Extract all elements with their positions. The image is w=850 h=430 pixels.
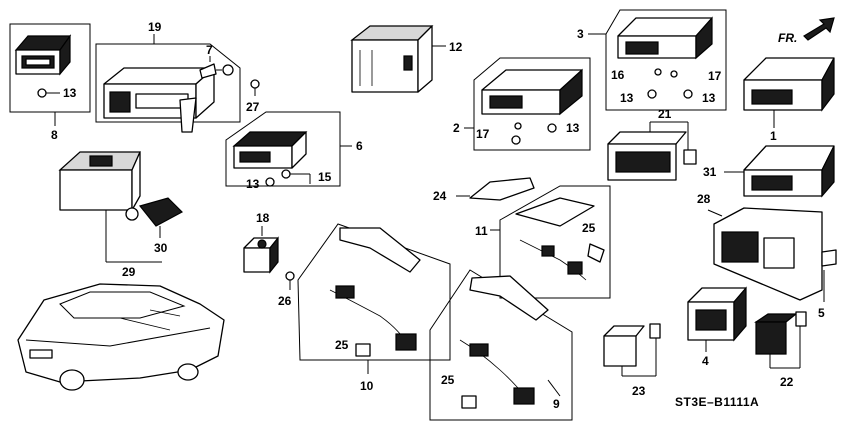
part-26-screw bbox=[285, 271, 295, 290]
callout-11: 11 bbox=[475, 224, 488, 238]
callout-28: 28 bbox=[697, 192, 711, 206]
callout-10: 10 bbox=[360, 379, 374, 393]
callout-24: 24 bbox=[433, 189, 447, 203]
callout-26: 26 bbox=[278, 294, 292, 308]
part-31-switch-panel bbox=[743, 145, 835, 198]
callout-7: 7 bbox=[206, 43, 213, 57]
callout-29: 29 bbox=[122, 265, 136, 279]
callout-13: 13 bbox=[620, 91, 634, 105]
callout-13: 13 bbox=[63, 86, 77, 100]
callout-17: 17 bbox=[708, 69, 722, 83]
part-2-unit bbox=[473, 57, 591, 151]
callout-13: 13 bbox=[566, 121, 580, 135]
callout-4: 4 bbox=[702, 354, 709, 368]
callout-13: 13 bbox=[702, 91, 716, 105]
part-27-screw bbox=[250, 79, 260, 96]
diagram-code: ST3E–B1111A bbox=[675, 395, 759, 409]
part-12-box bbox=[350, 25, 434, 93]
part-8-switch bbox=[9, 23, 91, 113]
callout-12: 12 bbox=[449, 40, 463, 54]
callout-3: 3 bbox=[577, 27, 584, 41]
part-21-lens bbox=[607, 121, 697, 181]
callout-13: 13 bbox=[246, 177, 260, 191]
callout-17: 17 bbox=[476, 127, 490, 141]
part-3-unit bbox=[605, 9, 727, 111]
part-7-bulb bbox=[199, 56, 234, 79]
callout-30: 30 bbox=[154, 241, 168, 255]
callout-25: 25 bbox=[335, 338, 349, 352]
callout-6: 6 bbox=[356, 139, 363, 153]
front-direction-arrow: FR. bbox=[778, 17, 835, 45]
callout-23: 23 bbox=[632, 384, 646, 398]
svg-text:FR.: FR. bbox=[778, 31, 797, 45]
callout-8: 8 bbox=[51, 128, 58, 142]
callout-16: 16 bbox=[611, 68, 625, 82]
part-4-switch bbox=[687, 286, 747, 342]
part-24-bracket bbox=[469, 177, 535, 201]
callout-25: 25 bbox=[582, 221, 596, 235]
callout-9: 9 bbox=[553, 397, 560, 411]
part-6-switch bbox=[225, 111, 352, 187]
callout-25: 25 bbox=[441, 373, 455, 387]
callout-21: 21 bbox=[658, 107, 672, 121]
part-29-control-unit bbox=[58, 151, 162, 263]
part-19-box bbox=[95, 34, 241, 133]
part-30-key-fob bbox=[125, 197, 183, 238]
callout-2: 2 bbox=[453, 121, 460, 135]
callout-19: 19 bbox=[148, 20, 162, 34]
part-23-cover bbox=[603, 323, 661, 377]
part-18-ignition bbox=[243, 226, 279, 274]
part-9-harness bbox=[429, 269, 573, 421]
part-1-switch-panel bbox=[743, 57, 835, 112]
callout-22: 22 bbox=[780, 375, 794, 389]
callout-15: 15 bbox=[318, 170, 332, 184]
car-illustration bbox=[17, 283, 225, 391]
callout-1: 1 bbox=[770, 129, 777, 143]
part-22-cover bbox=[754, 311, 807, 369]
callout-31: 31 bbox=[703, 165, 717, 179]
part-5-bracket bbox=[707, 207, 837, 301]
callout-5: 5 bbox=[818, 306, 825, 320]
callout-27: 27 bbox=[246, 100, 260, 114]
part-10-harness bbox=[297, 223, 451, 361]
callout-18: 18 bbox=[256, 211, 270, 225]
